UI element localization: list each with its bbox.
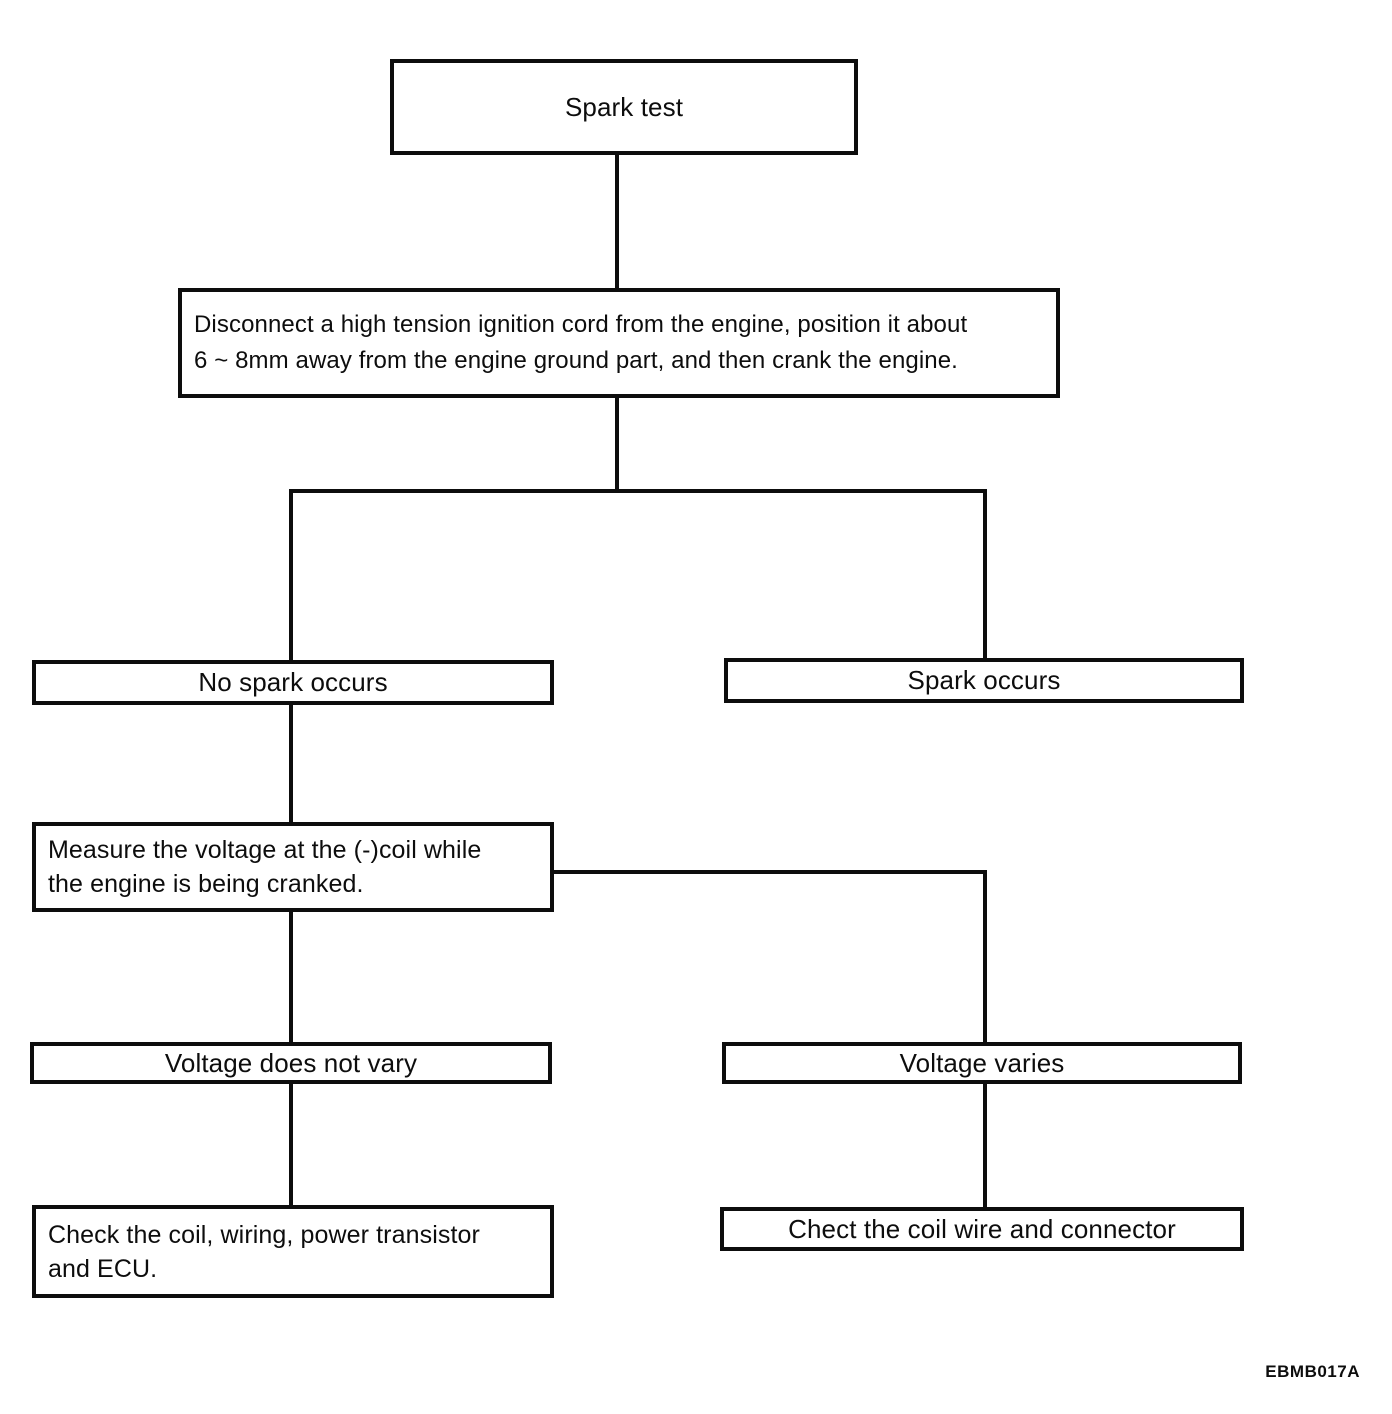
node-check-coil-wiring-ecu-line1: Check the coil, wiring, power transistor	[48, 1220, 480, 1249]
node-spark-test-label: Spark test	[564, 91, 684, 122]
connector-measure-to-right-horizontal	[550, 870, 987, 874]
node-spark-test: Spark test	[390, 59, 858, 155]
connector-measure-to-voltage-does-not-vary	[289, 908, 293, 1046]
connector-branch-to-spark	[983, 489, 987, 662]
node-disconnect-instruction: Disconnect a high tension ignition cord …	[178, 288, 1060, 398]
node-voltage-does-not-vary: Voltage does not vary	[30, 1042, 552, 1084]
node-check-coil-wiring-ecu: Check the coil, wiring, power transistor…	[32, 1205, 554, 1298]
node-voltage-varies-label: Voltage varies	[899, 1047, 1065, 1078]
node-check-coil-wiring-ecu-line2: and ECU.	[48, 1254, 158, 1283]
connector-spark-test-to-disconnect	[615, 152, 619, 292]
connector-voltage-does-not-vary-to-check-coil	[289, 1078, 293, 1209]
node-spark-occurs-label: Spark occurs	[907, 665, 1061, 695]
node-measure-voltage-line2: the engine is being cranked.	[48, 870, 364, 898]
node-voltage-does-not-vary-label: Voltage does not vary	[164, 1047, 418, 1078]
node-spark-occurs: Spark occurs	[724, 658, 1244, 703]
node-no-spark-occurs: No spark occurs	[32, 660, 554, 705]
connector-disconnect-to-branch	[615, 394, 619, 493]
node-measure-voltage: Measure the voltage at the (-)coil while…	[32, 822, 554, 912]
connector-branch-horizontal	[289, 489, 987, 493]
connector-voltage-varies-to-check-wire	[983, 1078, 987, 1211]
connector-right-to-voltage-varies	[983, 870, 987, 1046]
node-voltage-varies: Voltage varies	[722, 1042, 1242, 1084]
node-check-coil-wire-connector: Chect the coil wire and connector	[720, 1207, 1244, 1251]
connector-branch-to-no-spark	[289, 489, 293, 664]
connector-no-spark-to-measure	[289, 700, 293, 826]
node-disconnect-instruction-line2: 6 ~ 8mm away from the engine ground part…	[194, 347, 958, 374]
node-no-spark-occurs-label: No spark occurs	[198, 667, 388, 697]
node-disconnect-instruction-line1: Disconnect a high tension ignition cord …	[194, 311, 968, 338]
node-measure-voltage-line1: Measure the voltage at the (-)coil while	[48, 836, 482, 864]
node-check-coil-wire-connector-label: Chect the coil wire and connector	[788, 1213, 1176, 1244]
figure-code-label: EBMB017A	[1265, 1362, 1360, 1381]
